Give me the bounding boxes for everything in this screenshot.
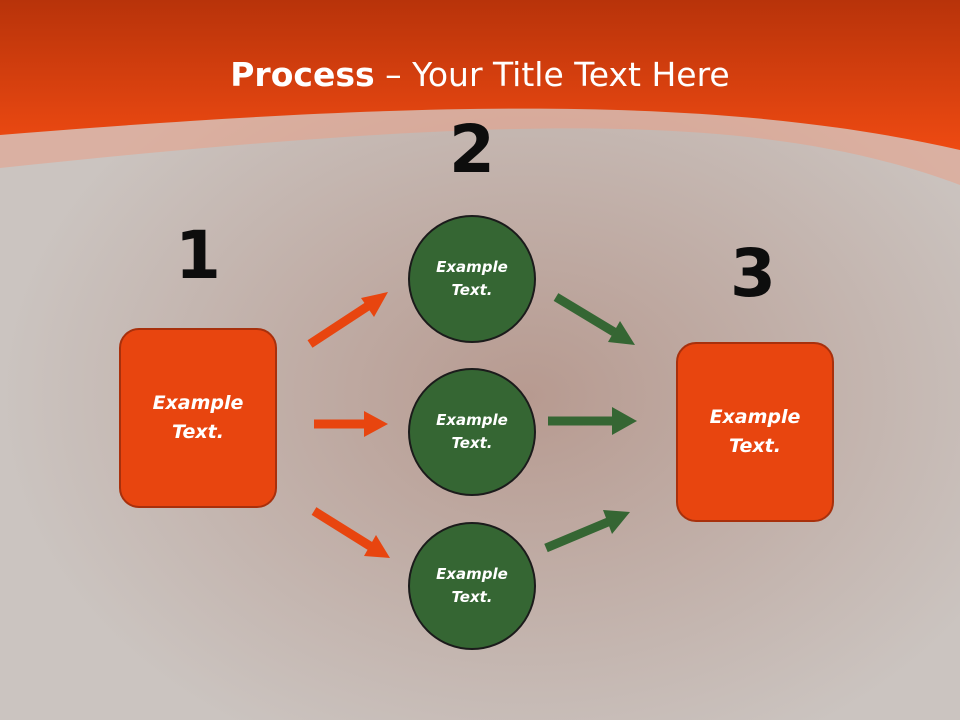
slide-title: Process – Your Title Text Here (0, 52, 960, 98)
step-number-3: 3 (730, 235, 776, 312)
step-number-2: 2 (449, 111, 495, 188)
step-number-1: 1 (175, 217, 221, 294)
circle-top[interactable]: Example Text. (408, 215, 536, 343)
circle-bottom[interactable]: Example Text. (408, 522, 536, 650)
step-1-box[interactable]: Example Text. (119, 328, 277, 508)
circle-middle-label: Example Text. (436, 411, 508, 452)
title-rest: – Your Title Text Here (374, 55, 730, 94)
circle-top-label: Example Text. (436, 258, 508, 299)
step-1-label: Example Text. (152, 392, 244, 443)
circle-middle[interactable]: Example Text. (408, 368, 536, 496)
title-bold: Process (230, 55, 375, 94)
step-3-box[interactable]: Example Text. (676, 342, 834, 522)
circle-bottom-label: Example Text. (436, 565, 508, 606)
step-3-label: Example Text. (709, 406, 801, 457)
